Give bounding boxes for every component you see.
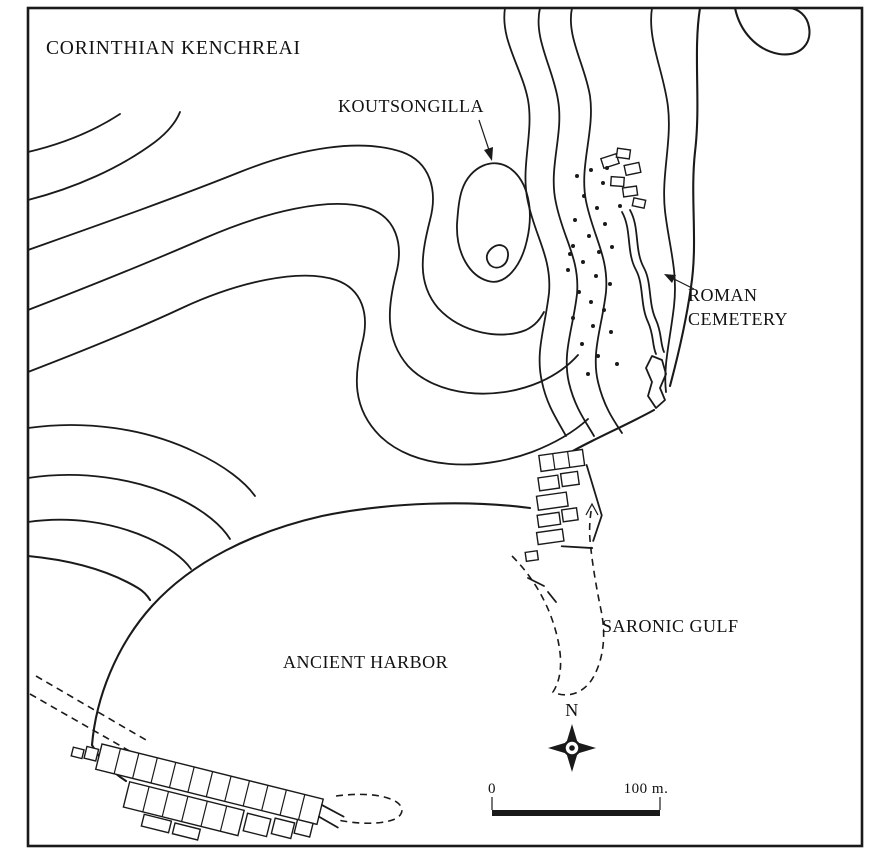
label-north: N bbox=[565, 700, 579, 720]
label-koutsongilla: KOUTSONGILLA bbox=[338, 96, 484, 116]
submerged-mole-dashed bbox=[511, 502, 605, 696]
scale-end-label: 100 m. bbox=[624, 781, 669, 797]
label-saronic-gulf: SARONIC GULF bbox=[602, 616, 739, 636]
contour-lines-west bbox=[27, 144, 589, 466]
koutsongilla-hill-contour bbox=[456, 162, 531, 283]
cemetery-arrow bbox=[664, 274, 695, 290]
koutsongilla-arrow bbox=[478, 119, 493, 161]
label-ancient-harbor: ANCIENT HARBOR bbox=[283, 652, 448, 672]
cemetery-grave-dots bbox=[566, 166, 622, 376]
coastline-bay bbox=[26, 408, 656, 783]
contour-lines-lower-left bbox=[27, 424, 256, 570]
label-roman: ROMAN bbox=[688, 285, 758, 305]
cemetery-tombs bbox=[599, 147, 647, 209]
contour-lines-upper-left bbox=[27, 111, 181, 201]
south-pier-dashed bbox=[335, 793, 403, 825]
map-title: CORINTHIAN KENCHREAI bbox=[46, 38, 301, 59]
label-cemetery: CEMETERY bbox=[688, 309, 788, 329]
pier-buildings bbox=[524, 448, 603, 563]
scale-bar bbox=[491, 797, 661, 816]
north-compass-icon bbox=[548, 724, 596, 772]
contour-lines-ridge bbox=[503, 7, 676, 437]
harbor-town-buildings bbox=[70, 743, 345, 841]
cemetery-cliff bbox=[621, 209, 667, 409]
coastline-northeast bbox=[668, 6, 811, 388]
breakwater-dashed bbox=[29, 675, 147, 758]
map-border bbox=[26, 6, 864, 848]
scale-start-label: 0 bbox=[488, 781, 496, 797]
